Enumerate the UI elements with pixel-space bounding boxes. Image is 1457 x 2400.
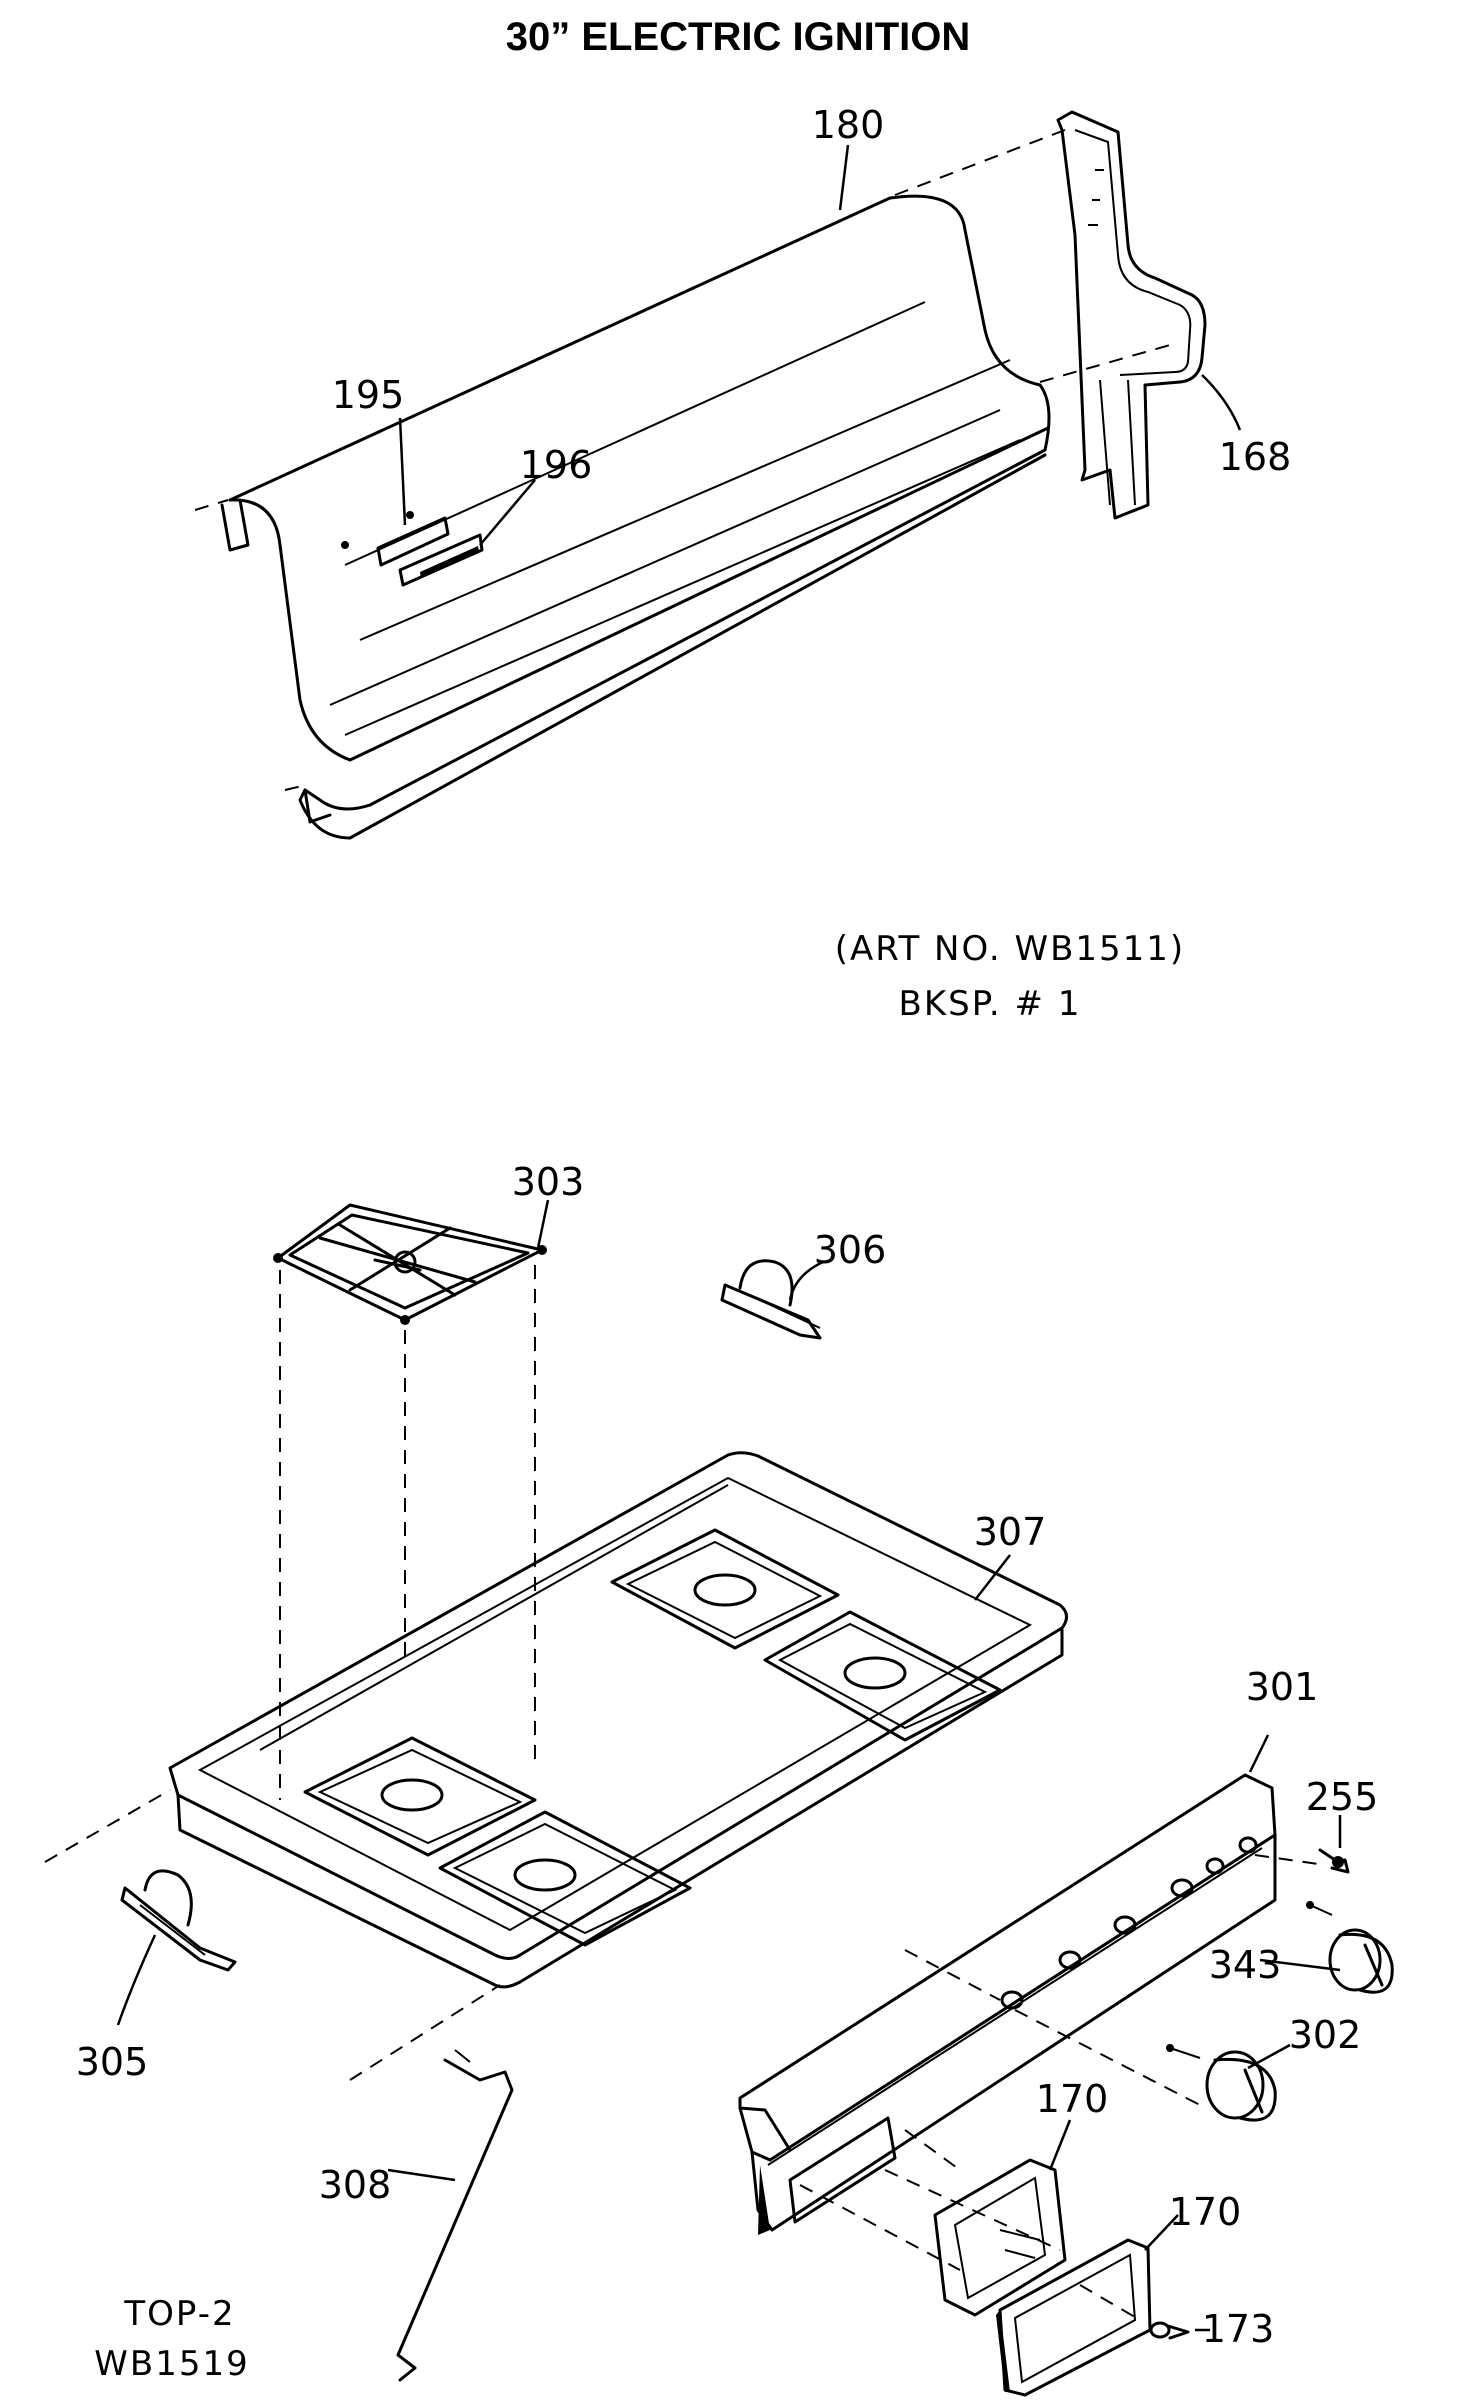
backsplash-id-note: BKSP. # 1 [899,984,1082,1024]
callout-173: 173 [1202,2307,1275,2351]
leader-168 [1201,374,1242,431]
leader-180 [838,144,850,211]
mounting-bracket-right [720,1259,822,1340]
cooktop-main-top [44,1451,1068,2081]
top-art-number-note: WB1519 [94,2344,249,2384]
leader-170-upper [1048,2119,1072,2171]
control-knob-302 [1166,2044,1277,2122]
callout-168: 168 [1219,435,1292,479]
callout-306: 306 [814,1228,887,1272]
leader-305 [116,1934,157,2026]
callout-170-upper: 170 [1036,2077,1109,2121]
control-knob-343 [1306,1901,1394,1994]
ignition-switch [933,2158,1067,2317]
mounting-bracket-left [120,1869,237,1972]
screw-255 [1318,1848,1350,1874]
callout-302: 302 [1289,2013,1362,2057]
callout-255: 255 [1306,1775,1379,1819]
control-manifold-panel [738,1773,1326,2321]
diagram-title: 30” ELECTRIC IGNITION [506,15,971,59]
callout-301: 301 [1246,1665,1319,1709]
callout-196: 196 [520,443,593,487]
callout-195: 195 [332,373,405,417]
callout-305: 305 [76,2040,149,2084]
leader-302 [1247,2043,1291,2070]
callout-308: 308 [319,2163,392,2207]
leader-343 [1259,1958,1341,1972]
leader-303 [536,1199,550,1249]
callout-343: 343 [1209,1943,1282,1987]
side-trim [1056,110,1207,520]
art-number-note: (ART NO. WB1511) [835,929,1185,969]
callout-180: 180 [812,103,885,147]
top-code-note: TOP-2 [123,2294,235,2334]
backsplash-panel [194,129,1171,840]
leader-196 [479,479,536,546]
switch-bezel [996,2238,1152,2397]
leader-301 [1248,1734,1270,1773]
leader-170-lower [1144,2214,1179,2251]
callout-303: 303 [512,1160,585,1204]
leader-195 [398,417,407,526]
screw-173 [1149,2321,1190,2340]
leader-308 [387,2168,456,2182]
callout-170-lower: 170 [1169,2190,1242,2234]
leader-307 [974,1554,1011,1601]
ignition-wire [396,2049,514,2382]
callout-307: 307 [974,1510,1047,1554]
burner-grate [273,1203,547,1800]
leader-306 [788,1260,824,1301]
